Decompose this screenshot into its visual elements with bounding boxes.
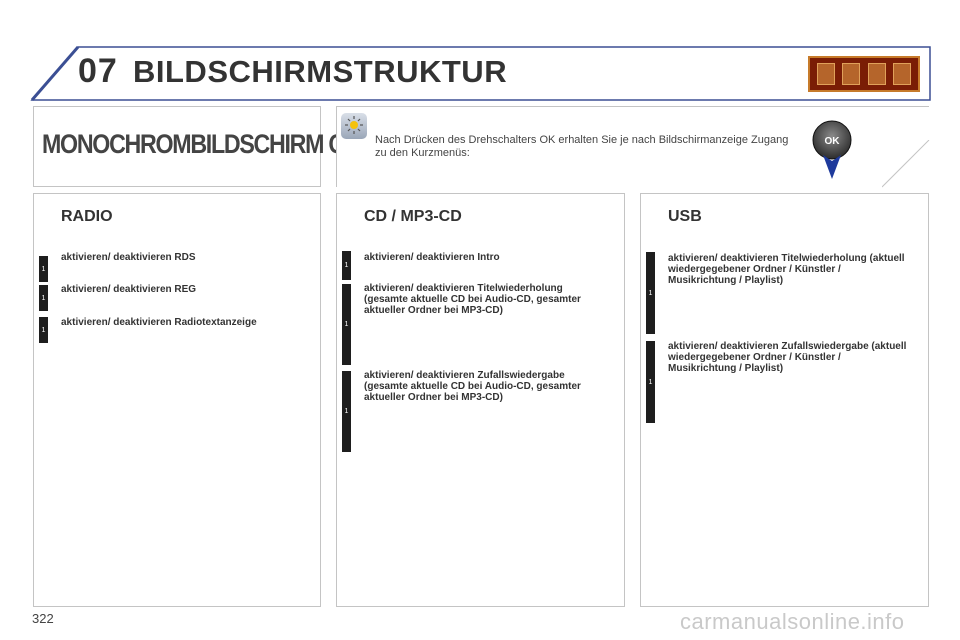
cd-panel: CD / MP3-CD 1 aktivieren/ deaktivieren I…	[336, 193, 625, 607]
ok-knob-icon: OK	[812, 120, 852, 179]
level-bar: 1	[342, 251, 351, 280]
usb-panel: USB 1 aktivieren/ deaktivieren Titelwied…	[640, 193, 929, 607]
chapter-number: 07	[78, 52, 118, 90]
level-bar: 1	[646, 341, 655, 423]
phone-icon	[817, 63, 836, 85]
level-bar: 1	[39, 317, 48, 343]
radio-title: RADIO	[61, 208, 113, 225]
radio-item-rds: aktivieren/ deaktivieren RDS	[61, 252, 196, 263]
radio-item-radiotext: aktivieren/ deaktivieren Radiotextanzeig…	[61, 317, 257, 328]
cd-item-repeat: aktivieren/ deaktivieren Titelwiederholu…	[364, 283, 581, 316]
mono-title-panel: MONOCHROMBILDSCHIRM C	[33, 106, 345, 187]
chapter-title: BILDSCHIRMSTRUKTUR	[133, 54, 508, 89]
cd-item-shuffle: aktivieren/ deaktivieren Zufallswiederga…	[364, 370, 581, 403]
usb-item-repeat: aktivieren/ deaktivieren Titelwiederholu…	[668, 253, 905, 286]
page-number: 322	[32, 611, 54, 626]
level-bar: 1	[39, 256, 48, 282]
radio-panel: RADIO 1 aktivieren/ deaktivieren RDS 1 a…	[33, 193, 321, 607]
intro-text: Nach Drücken des Drehschalters OK erhalt…	[375, 134, 789, 159]
usb-item-shuffle: aktivieren/ deaktivieren Zufallswiederga…	[668, 341, 907, 374]
ok-knob-label: OK	[825, 136, 841, 147]
intro-panel: Nach Drücken des Drehschalters OK erhalt…	[336, 106, 930, 188]
radio-item-reg: aktivieren/ deaktivieren REG	[61, 284, 197, 295]
mono-screen-title: MONOCHROMBILDSCHIRM C	[42, 129, 345, 159]
level-bar: 1	[342, 284, 351, 365]
document-icon	[842, 63, 861, 85]
fuel-icon	[892, 63, 911, 85]
watermark: carmanualsonline.info	[680, 609, 905, 634]
usb-title: USB	[668, 208, 702, 225]
chapter-thumbnail	[808, 56, 920, 92]
lightbulb-icon	[341, 113, 367, 139]
header-shape	[30, 46, 931, 101]
gauge-icon	[867, 63, 886, 85]
cd-item-intro: aktivieren/ deaktivieren Intro	[364, 252, 500, 263]
level-bar: 1	[646, 252, 655, 334]
cd-title: CD / MP3-CD	[364, 208, 462, 225]
level-bar: 1	[342, 371, 351, 452]
level-bar: 1	[39, 285, 48, 311]
panel-corner-fold	[882, 140, 930, 188]
